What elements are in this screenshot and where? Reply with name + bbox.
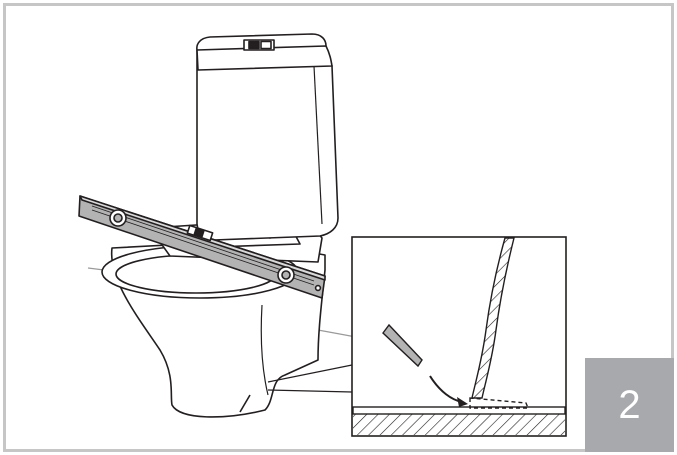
floor-surface (352, 406, 566, 415)
shim-wedge (382, 323, 423, 368)
detail-inset (351, 236, 567, 437)
step-number: 2 (618, 382, 641, 427)
step-number-badge: 2 (585, 358, 674, 452)
bowl-wall-section (471, 237, 515, 399)
frame-border (3, 3, 674, 452)
spirit-level (78, 195, 326, 299)
callout-lines (267, 364, 353, 393)
toilet-tank (196, 33, 339, 241)
arrow-head (457, 397, 468, 407)
shim-outline (469, 397, 530, 409)
instruction-illustration (3, 3, 674, 452)
floor-hatching (353, 414, 565, 435)
